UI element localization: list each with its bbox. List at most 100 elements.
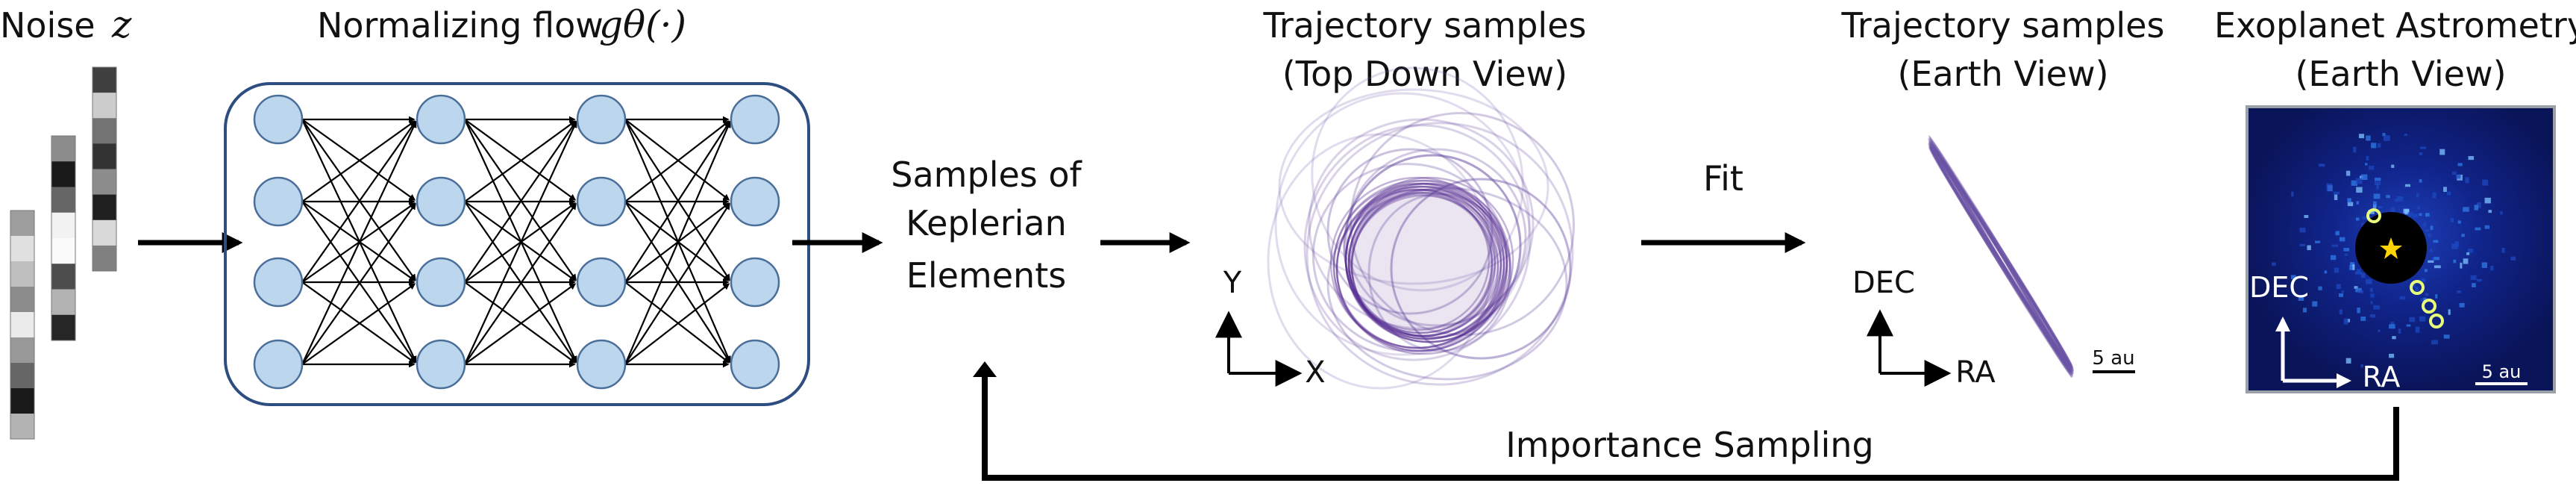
speckle — [2416, 193, 2419, 198]
noise-title: Noise — [0, 5, 95, 46]
speckle — [2383, 135, 2390, 141]
astro-scale-label: 5 au — [2482, 361, 2522, 382]
speckle — [2475, 227, 2481, 231]
planet-detection — [2410, 280, 2425, 295]
speckle — [2355, 287, 2362, 293]
earth-dec-label: DEC — [1852, 266, 1915, 300]
speckle — [2364, 163, 2368, 166]
speckle — [2376, 184, 2379, 190]
speckle — [2419, 152, 2423, 155]
speckle — [2443, 334, 2450, 339]
speckle — [2377, 206, 2383, 209]
orbit-sample — [1335, 182, 1511, 355]
speckle — [2358, 290, 2363, 293]
speckle — [2312, 301, 2318, 307]
network-edge — [301, 120, 416, 202]
earth-scale-label: 5 au — [2092, 347, 2134, 370]
orbit-sample — [1929, 140, 2074, 378]
speckle — [2373, 305, 2380, 310]
network-edge — [624, 119, 730, 201]
network-edge — [301, 119, 416, 201]
noise-vectors — [10, 66, 117, 440]
network-edge — [464, 201, 577, 281]
speckle — [2386, 195, 2390, 199]
network-edge — [464, 120, 577, 202]
speckle — [2366, 155, 2369, 161]
noise-cell — [51, 136, 75, 162]
earth-ra-label: RA — [1955, 355, 1996, 390]
orbit-sample — [1329, 176, 1505, 349]
orbit-sample — [1311, 66, 1524, 292]
network-edge — [464, 121, 577, 365]
orbit-sample — [1928, 134, 2072, 378]
astro-dec-label: DEC — [2249, 271, 2309, 304]
speckle — [2423, 297, 2428, 302]
orbit-sample — [1928, 140, 2072, 373]
host-star — [2380, 237, 2402, 259]
speckle — [2488, 210, 2492, 214]
speckle — [2468, 156, 2475, 161]
speckle — [2457, 220, 2461, 224]
speckle — [2334, 267, 2340, 273]
noise-cell — [10, 312, 34, 338]
speckle — [2415, 286, 2419, 291]
speckle — [2319, 163, 2325, 167]
network-node — [253, 176, 304, 227]
noise-cell — [93, 93, 116, 119]
network-edge — [624, 202, 730, 365]
speckle — [2490, 265, 2494, 271]
speckle — [2425, 269, 2428, 272]
orbit-sample — [1347, 191, 1494, 334]
traj-earth-title-1: Trajectory samples — [1841, 5, 2165, 46]
speckle — [2394, 199, 2398, 202]
network-node — [253, 257, 304, 308]
orbit-sample — [1344, 182, 1502, 337]
speckle — [2453, 259, 2457, 264]
speckle — [2356, 187, 2363, 193]
speckle — [2430, 249, 2433, 252]
speckle — [2354, 286, 2358, 289]
network-edge — [301, 120, 416, 283]
planet-detection — [2422, 299, 2436, 314]
network-edge — [624, 120, 730, 202]
noise-cell — [10, 261, 34, 287]
speckle — [2467, 249, 2474, 253]
speckle — [2375, 178, 2381, 181]
speckle — [2391, 164, 2395, 168]
speckle — [2461, 234, 2465, 237]
speckle — [2457, 290, 2461, 293]
traj-earth-title-2: (Earth View) — [1897, 54, 2108, 94]
orbit-sample — [1344, 179, 1508, 340]
speckle — [2404, 134, 2407, 137]
speckle — [2334, 194, 2338, 201]
samples-label-1: Samples of — [891, 155, 1082, 195]
speckle — [2443, 187, 2447, 193]
network-node — [730, 257, 780, 308]
speckle — [2345, 253, 2348, 256]
network-node — [730, 339, 780, 390]
speckle — [2407, 212, 2413, 217]
speckle — [2404, 209, 2410, 215]
top-down-orbit-samples — [1267, 66, 1576, 390]
speckle — [2459, 302, 2465, 308]
network-edge — [301, 281, 416, 364]
orbit-sample — [1390, 178, 1572, 360]
speckle — [2349, 265, 2354, 270]
orbit-sample — [1929, 143, 2074, 375]
speckle — [2432, 192, 2436, 199]
noise-cell — [10, 287, 34, 313]
speckle — [2390, 207, 2395, 213]
speckle — [2413, 214, 2418, 218]
speckle — [2366, 135, 2371, 141]
speckle — [2370, 301, 2373, 305]
speckle — [2398, 328, 2401, 334]
speckle — [2476, 202, 2482, 208]
speckle — [2472, 283, 2476, 287]
speckle — [2457, 163, 2463, 166]
noise-cell — [93, 245, 116, 272]
network-edge — [301, 201, 416, 281]
speckle — [2373, 193, 2381, 199]
orbit-sample — [1350, 194, 1497, 337]
speckle — [2404, 184, 2411, 187]
top-down-x-label: X — [1305, 355, 1325, 390]
